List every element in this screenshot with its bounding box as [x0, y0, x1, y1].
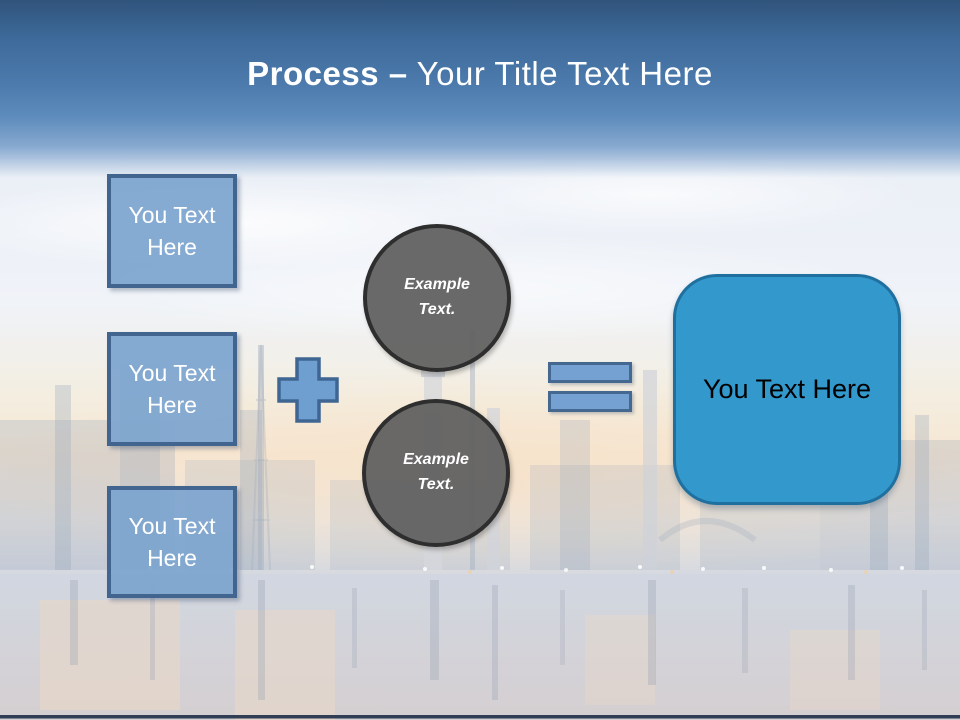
example-circle-1[interactable]: Example Text. [363, 224, 511, 372]
result-box[interactable]: You Text Here [673, 274, 901, 505]
slide-title-rest: Your Title Text Here [407, 55, 713, 92]
equals-bar-top [548, 362, 632, 383]
input-box-2-label: You Text Here [128, 359, 216, 418]
result-box-label: You Text Here [702, 374, 872, 404]
plus-icon[interactable] [276, 356, 340, 424]
slide-title[interactable]: Process – Your Title Text Here [0, 54, 960, 94]
input-box-3-label: You Text Here [128, 512, 216, 571]
input-box-3[interactable]: You Text Here [107, 486, 237, 598]
equals-bar-bottom [548, 391, 632, 412]
input-box-1-label: You Text Here [128, 201, 216, 260]
input-box-1[interactable]: You Text Here [107, 174, 237, 288]
example-circle-2-label: Example Text. [403, 451, 469, 493]
header-band [0, 0, 960, 178]
example-circle-1-label: Example Text. [404, 276, 470, 318]
equals-icon[interactable] [548, 362, 632, 414]
example-circle-2[interactable]: Example Text. [362, 399, 510, 547]
input-box-2[interactable]: You Text Here [107, 332, 237, 446]
slide-title-bold: Process – [247, 55, 408, 92]
